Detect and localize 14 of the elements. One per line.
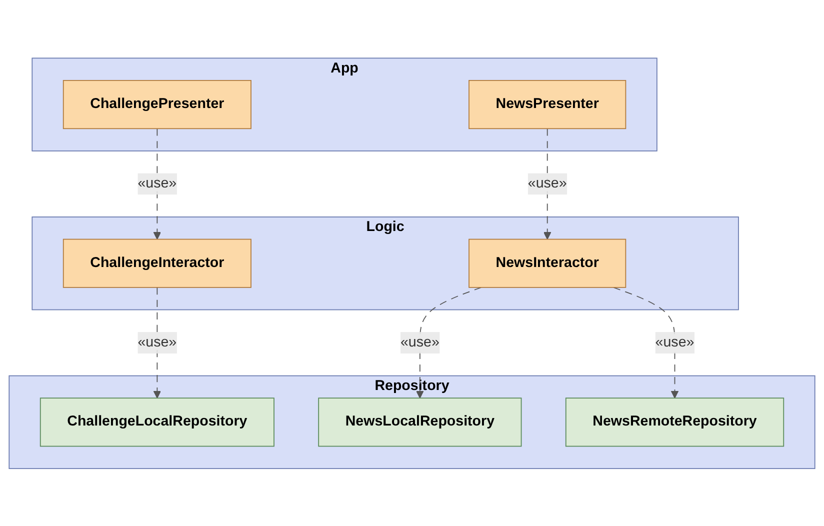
node-box: NewsRemoteRepository: [565, 397, 784, 446]
arrow: [416, 286, 482, 398]
node-box: NewsLocalRepository: [318, 397, 522, 446]
edge-label: «use»: [528, 176, 567, 191]
node-box: ChallengePresenter: [62, 80, 252, 129]
edge-label: «use»: [400, 334, 440, 350]
arrow: [613, 286, 679, 398]
node-box: NewsInteractor: [468, 238, 626, 288]
edge-label: «use»: [138, 334, 177, 350]
node-box: ChallengeInteractor: [62, 238, 252, 288]
edge-label: «use»: [138, 176, 177, 191]
edge-label: «use»: [655, 334, 694, 350]
node-box: NewsPresenter: [468, 80, 626, 129]
node-box: ChallengeLocalRepository: [40, 397, 274, 446]
